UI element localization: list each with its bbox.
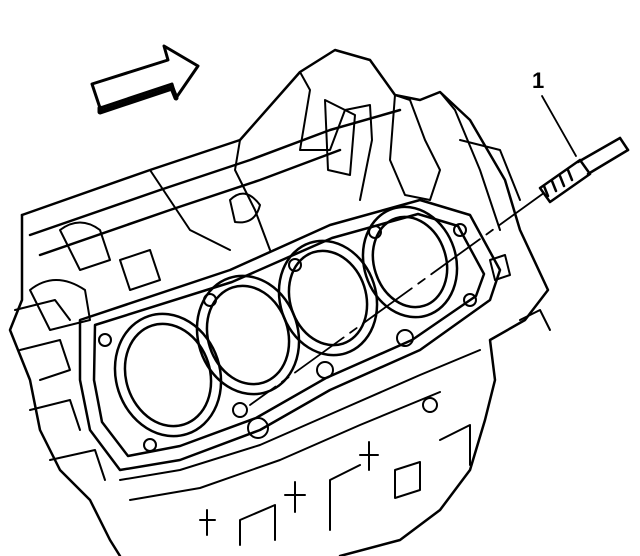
cylinder-bore-4 — [361, 205, 459, 319]
lower-block-details — [14, 299, 481, 546]
thread-tool-icon — [538, 136, 630, 204]
cylinder-bore-3 — [277, 239, 379, 357]
valley-details — [29, 71, 551, 331]
direction-arrow-icon — [90, 44, 200, 115]
cylinder-bore-1 — [113, 312, 223, 438]
bolt-holes — [98, 223, 477, 452]
callout-leader — [541, 95, 577, 157]
callout-label-1: 1 — [532, 68, 545, 93]
leader-line — [249, 189, 549, 406]
